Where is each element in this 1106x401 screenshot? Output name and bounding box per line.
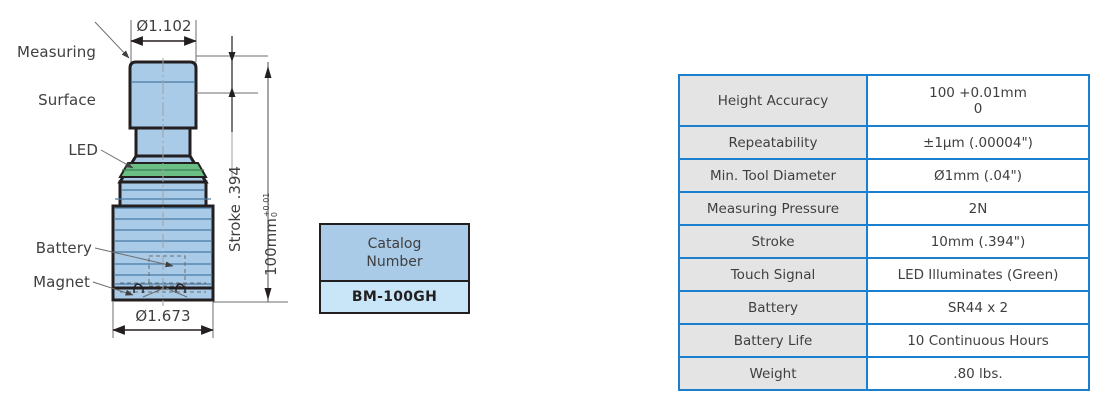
- catalog-number-box: Catalog Number BM-100GH: [319, 223, 470, 314]
- table-row: Battery Life 10 Continuous Hours: [678, 323, 1090, 358]
- table-row: Touch Signal LED Illuminates (Green): [678, 257, 1090, 292]
- catalog-header-line1: Catalog: [367, 235, 422, 252]
- spec-key: Touch Signal: [678, 257, 868, 292]
- callout-measuring-surface-line2: Surface: [38, 91, 96, 109]
- spec-value: 10 Continuous Hours: [866, 323, 1090, 358]
- product-cross-section-drawing: Measuring Surface LED Battery Magnet Ø1.…: [0, 0, 500, 401]
- magnet-detail: [133, 283, 186, 293]
- table-row: Stroke 10mm (.394"): [678, 224, 1090, 259]
- spec-value: SR44 x 2: [866, 290, 1090, 325]
- spec-key: Min. Tool Diameter: [678, 158, 868, 193]
- spec-key: Measuring Pressure: [678, 191, 868, 226]
- dim-top-diameter: [130, 20, 197, 62]
- product-body: [111, 58, 215, 306]
- dim-height: [213, 62, 288, 303]
- catalog-number-value: BM-100GH: [321, 282, 468, 312]
- specifications-table: Height Accuracy 100 +0.01mm 0 Repeatabil…: [678, 74, 1090, 391]
- callout-magnet: Magnet: [33, 273, 90, 291]
- callout-battery: Battery: [35, 239, 92, 257]
- dim-bottom-diameter-label: Ø1.673: [135, 307, 191, 325]
- specifications-table-body: Height Accuracy 100 +0.01mm 0 Repeatabil…: [678, 74, 1090, 391]
- dim-height-value: 100mm: [262, 218, 280, 276]
- table-row: Measuring Pressure 2N: [678, 191, 1090, 226]
- spec-value-line1: 100 +0.01mm: [929, 84, 1027, 101]
- callout-measuring-surface: Measuring Surface: [2, 12, 96, 140]
- spec-value: Ø1mm (.04"): [866, 158, 1090, 193]
- spec-key: Repeatability: [678, 125, 868, 160]
- spec-key: Stroke: [678, 224, 868, 259]
- table-row: Weight .80 lbs.: [678, 356, 1090, 391]
- dim-top-diameter-label: Ø1.102: [136, 17, 192, 35]
- table-row: Min. Tool Diameter Ø1mm (.04"): [678, 158, 1090, 193]
- leader-lines: [92, 21, 188, 298]
- spec-key: Battery: [678, 290, 868, 325]
- spec-value: .80 lbs.: [866, 356, 1090, 391]
- dim-bottom-diameter: [112, 302, 214, 338]
- table-row: Repeatability ±1µm (.00004"): [678, 125, 1090, 160]
- callout-led: LED: [68, 141, 98, 159]
- callout-measuring-surface-line1: Measuring: [17, 43, 96, 61]
- spec-key: Height Accuracy: [678, 74, 868, 127]
- dim-height-tol-lower: 0: [269, 212, 279, 218]
- spec-value: ±1µm (.00004"): [866, 125, 1090, 160]
- dim-stroke: [196, 36, 268, 178]
- spec-value: 100 +0.01mm 0: [866, 74, 1090, 127]
- dim-stroke-label: Stroke .394: [226, 166, 244, 252]
- spec-value-line2: 0: [973, 100, 983, 117]
- spec-value: 10mm (.394"): [866, 224, 1090, 259]
- spec-value: 2N: [866, 191, 1090, 226]
- spec-key: Battery Life: [678, 323, 868, 358]
- plunger-cap: [128, 60, 198, 130]
- table-row: Height Accuracy 100 +0.01mm 0: [678, 74, 1090, 127]
- drawing-svg: [92, 20, 288, 338]
- catalog-header-line2: Number: [366, 253, 423, 270]
- table-row: Battery SR44 x 2: [678, 290, 1090, 325]
- catalog-number-header: Catalog Number: [321, 225, 468, 282]
- spec-value: LED Illuminates (Green): [866, 257, 1090, 292]
- spec-key: Weight: [678, 356, 868, 391]
